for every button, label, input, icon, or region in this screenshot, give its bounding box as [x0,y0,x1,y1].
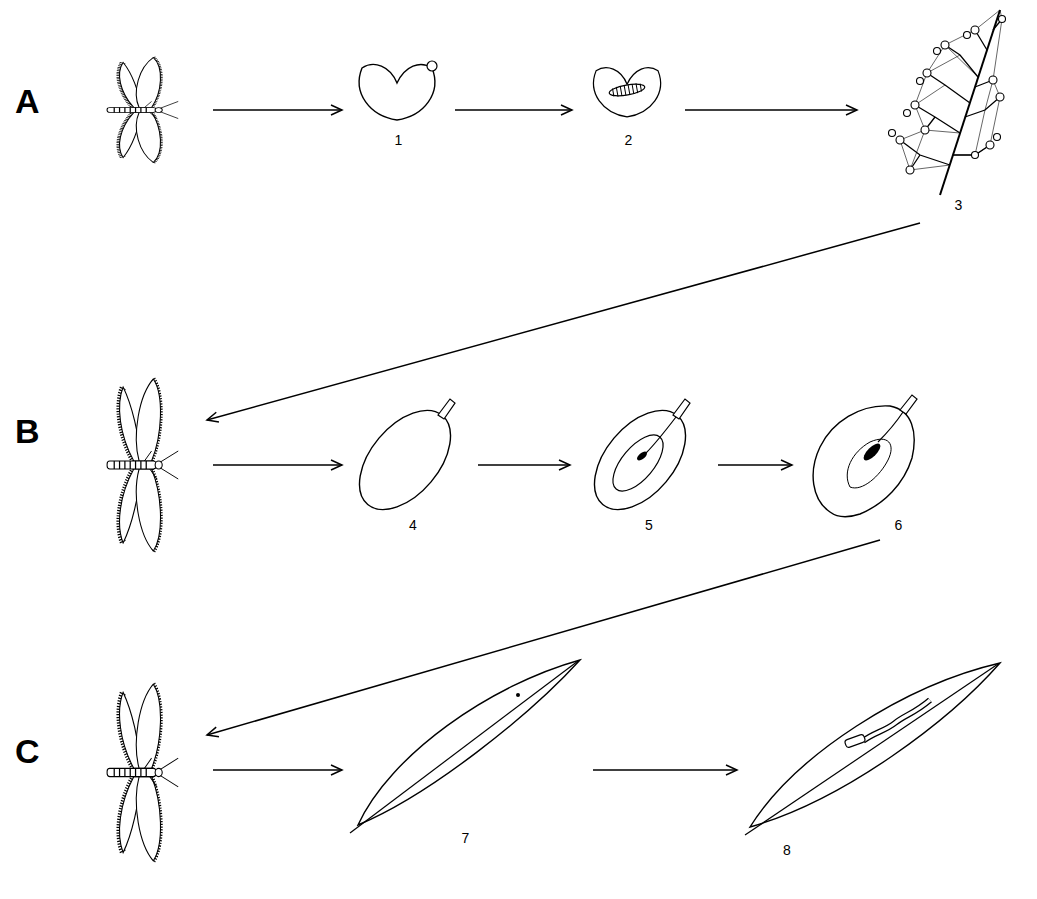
arrow-connector [207,540,880,735]
moth [107,57,178,162]
olive-fruit-egg [342,394,469,527]
stage-node: 3 [865,5,1022,220]
arrow-connector [718,464,792,466]
callout-number: 5 [583,517,715,533]
arrow-connector [207,223,920,420]
callout-number: 4 [353,517,473,533]
callout-number: 1 [350,132,447,148]
stage-node: 7 [350,655,585,850]
moth [107,379,178,551]
stage-node: 2 [580,58,677,153]
stage-node: 6 [800,392,957,537]
olive-fruit-stone [577,394,704,527]
callout-number: 6 [820,517,977,533]
olive-fruit-larva [813,395,917,517]
stage-node: 8 [745,655,1005,860]
generation-letter: A [15,82,55,121]
generation-letter: C [15,732,55,771]
arrow-connector [455,109,572,111]
callout-number: 2 [580,132,677,148]
arrow-connector [593,769,737,771]
arrow-connector [213,109,342,111]
flower-bud-larva [594,68,661,117]
arrow-connector [478,464,570,466]
callout-number: 7 [348,830,583,846]
flower-bud-egg [359,61,437,120]
callout-number: 8 [657,842,917,858]
stage-node: 5 [578,395,710,535]
stage-node: 1 [350,58,447,153]
moth [107,684,178,861]
olive-leaf-mine [745,663,1000,835]
generation-letter: B [15,412,55,451]
generation-node: B [10,375,205,560]
stage-node: 4 [350,395,470,535]
arrow-connector [213,464,342,466]
callout-number: 3 [880,197,1037,213]
olive-leaf-egg [350,660,580,833]
generation-node: C [10,680,205,865]
arrow-connector [685,109,857,111]
arrow-connector [213,769,342,771]
flower-cluster-webbed [889,10,1006,195]
generation-node: A [10,55,205,165]
